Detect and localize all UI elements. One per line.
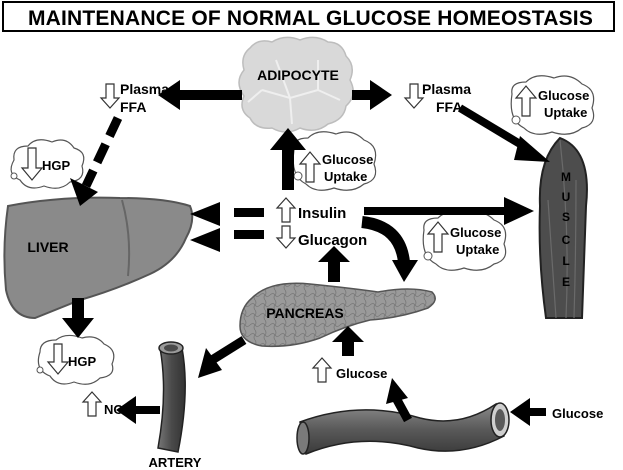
glucose-pancreas-label: Glucose <box>336 366 387 381</box>
curved-insulin-to-pancreas-direction <box>361 216 410 263</box>
muscle-letter-s: S <box>562 210 570 224</box>
muscle-letter-u: U <box>562 190 571 204</box>
arrow-glucose-to-pancreas <box>332 326 364 356</box>
glucose-uptake-cloud-muscle-top <box>510 75 595 135</box>
muscle-letter-l: L <box>562 254 569 268</box>
arrow-up-glucose-pancreas-icon <box>311 357 333 383</box>
arrow-liver-to-hgp <box>62 298 94 338</box>
no-label: NO <box>104 402 124 417</box>
liver-label: LIVER <box>27 239 68 255</box>
arrowhead-insulin-to-muscle <box>504 197 534 225</box>
liver: LIVER <box>3 196 194 320</box>
arrow-adipocyte-to-ffa-left <box>158 80 242 110</box>
blood-vessel <box>296 402 510 456</box>
artery: ARTERY <box>149 341 202 470</box>
flow-arrows <box>62 80 550 426</box>
plasma-ffa-right-line1: Plasma <box>422 81 471 97</box>
plasma-ffa-left-line1: Plasma <box>120 81 169 97</box>
bar-insulin-to-liver <box>234 208 264 217</box>
arrow-up-no-icon <box>81 391 103 417</box>
arrow-down-plasma-ffa-right-icon <box>403 83 425 109</box>
glucose-uptake-adipo-line1: Glucose <box>322 152 373 167</box>
arrow-up-glucose-uptake-muscle-top-icon <box>514 85 538 117</box>
arrow-up-glucose-uptake-muscle-mid-icon <box>426 221 450 253</box>
arrow-down-hgp-bottom-icon <box>46 343 70 375</box>
arrow-glucose-into-vessel <box>510 398 546 426</box>
insulin-label: Insulin <box>298 205 346 222</box>
arrowhead-ffa-to-liver <box>70 178 98 206</box>
line-pancreas-to-artery <box>209 336 247 364</box>
muscle-letter-c: C <box>562 233 571 247</box>
glucose-uptake-muscle-mid-line1: Glucose <box>450 225 501 240</box>
dashed-ffa-to-liver <box>81 116 123 188</box>
glucose-uptake-adipo-line2: Uptake <box>324 169 367 184</box>
muscle-letter-m: M <box>561 170 571 184</box>
bar-glucagon-to-liver <box>234 230 264 239</box>
arrowhead-pancreas-to-artery <box>198 348 222 378</box>
title-box: MAINTENANCE OF NORMAL GLUCOSE HOMEOSTASI… <box>2 1 615 32</box>
plasma-ffa-left-line2: FFA <box>120 99 146 115</box>
glucose-uptake-muscle-top-line2: Uptake <box>544 105 587 120</box>
muscle-letter-e: E <box>562 275 570 289</box>
plasma-ffa-right-line2: FFA <box>436 99 462 115</box>
adipocyte-label: ADIPOCYTE <box>257 67 339 83</box>
adipocyte: ADIPOCYTE <box>238 36 354 133</box>
arrow-up-glucose-uptake-adipocyte-icon <box>298 151 322 183</box>
hgp-top-label: HGP <box>42 158 71 173</box>
hgp-bottom-label: HGP <box>68 354 97 369</box>
arrow-adipocyte-to-ffa-right <box>352 80 392 110</box>
arrowhead-to-liver-bottom <box>190 228 220 252</box>
arrow-insulin-to-adipocyte <box>270 128 306 190</box>
arrow-pancreas-to-glucagon <box>318 246 350 282</box>
arrow-down-glucagon-icon <box>275 225 297 249</box>
arrow-up-insulin-icon <box>275 197 297 223</box>
arrow-down-hgp-top-icon <box>20 147 44 181</box>
arrow-down-plasma-ffa-left-icon <box>99 83 121 109</box>
arrowhead-ffa-to-muscle <box>514 136 550 162</box>
pancreas: PANCREAS <box>239 282 436 348</box>
artery-label: ARTERY <box>149 455 202 470</box>
glucose-uptake-muscle-mid-line2: Uptake <box>456 242 499 257</box>
arrowhead-curved-down <box>392 260 418 282</box>
glucose-uptake-muscle-top-line1: Glucose <box>538 88 589 103</box>
glucagon-label: Glucagon <box>298 232 367 249</box>
line-vessel-to-glucose <box>392 395 412 423</box>
arrowhead-to-liver-top <box>190 202 220 226</box>
pancreas-label: PANCREAS <box>266 305 344 321</box>
glucose-vessel-label: Glucose <box>552 406 603 421</box>
diagram-title: MAINTENANCE OF NORMAL GLUCOSE HOMEOSTASI… <box>27 7 594 30</box>
arrow-artery-to-no <box>116 396 160 424</box>
muscle: M U S C L E <box>538 136 588 319</box>
arrowhead-vessel-to-glucose <box>386 378 408 404</box>
